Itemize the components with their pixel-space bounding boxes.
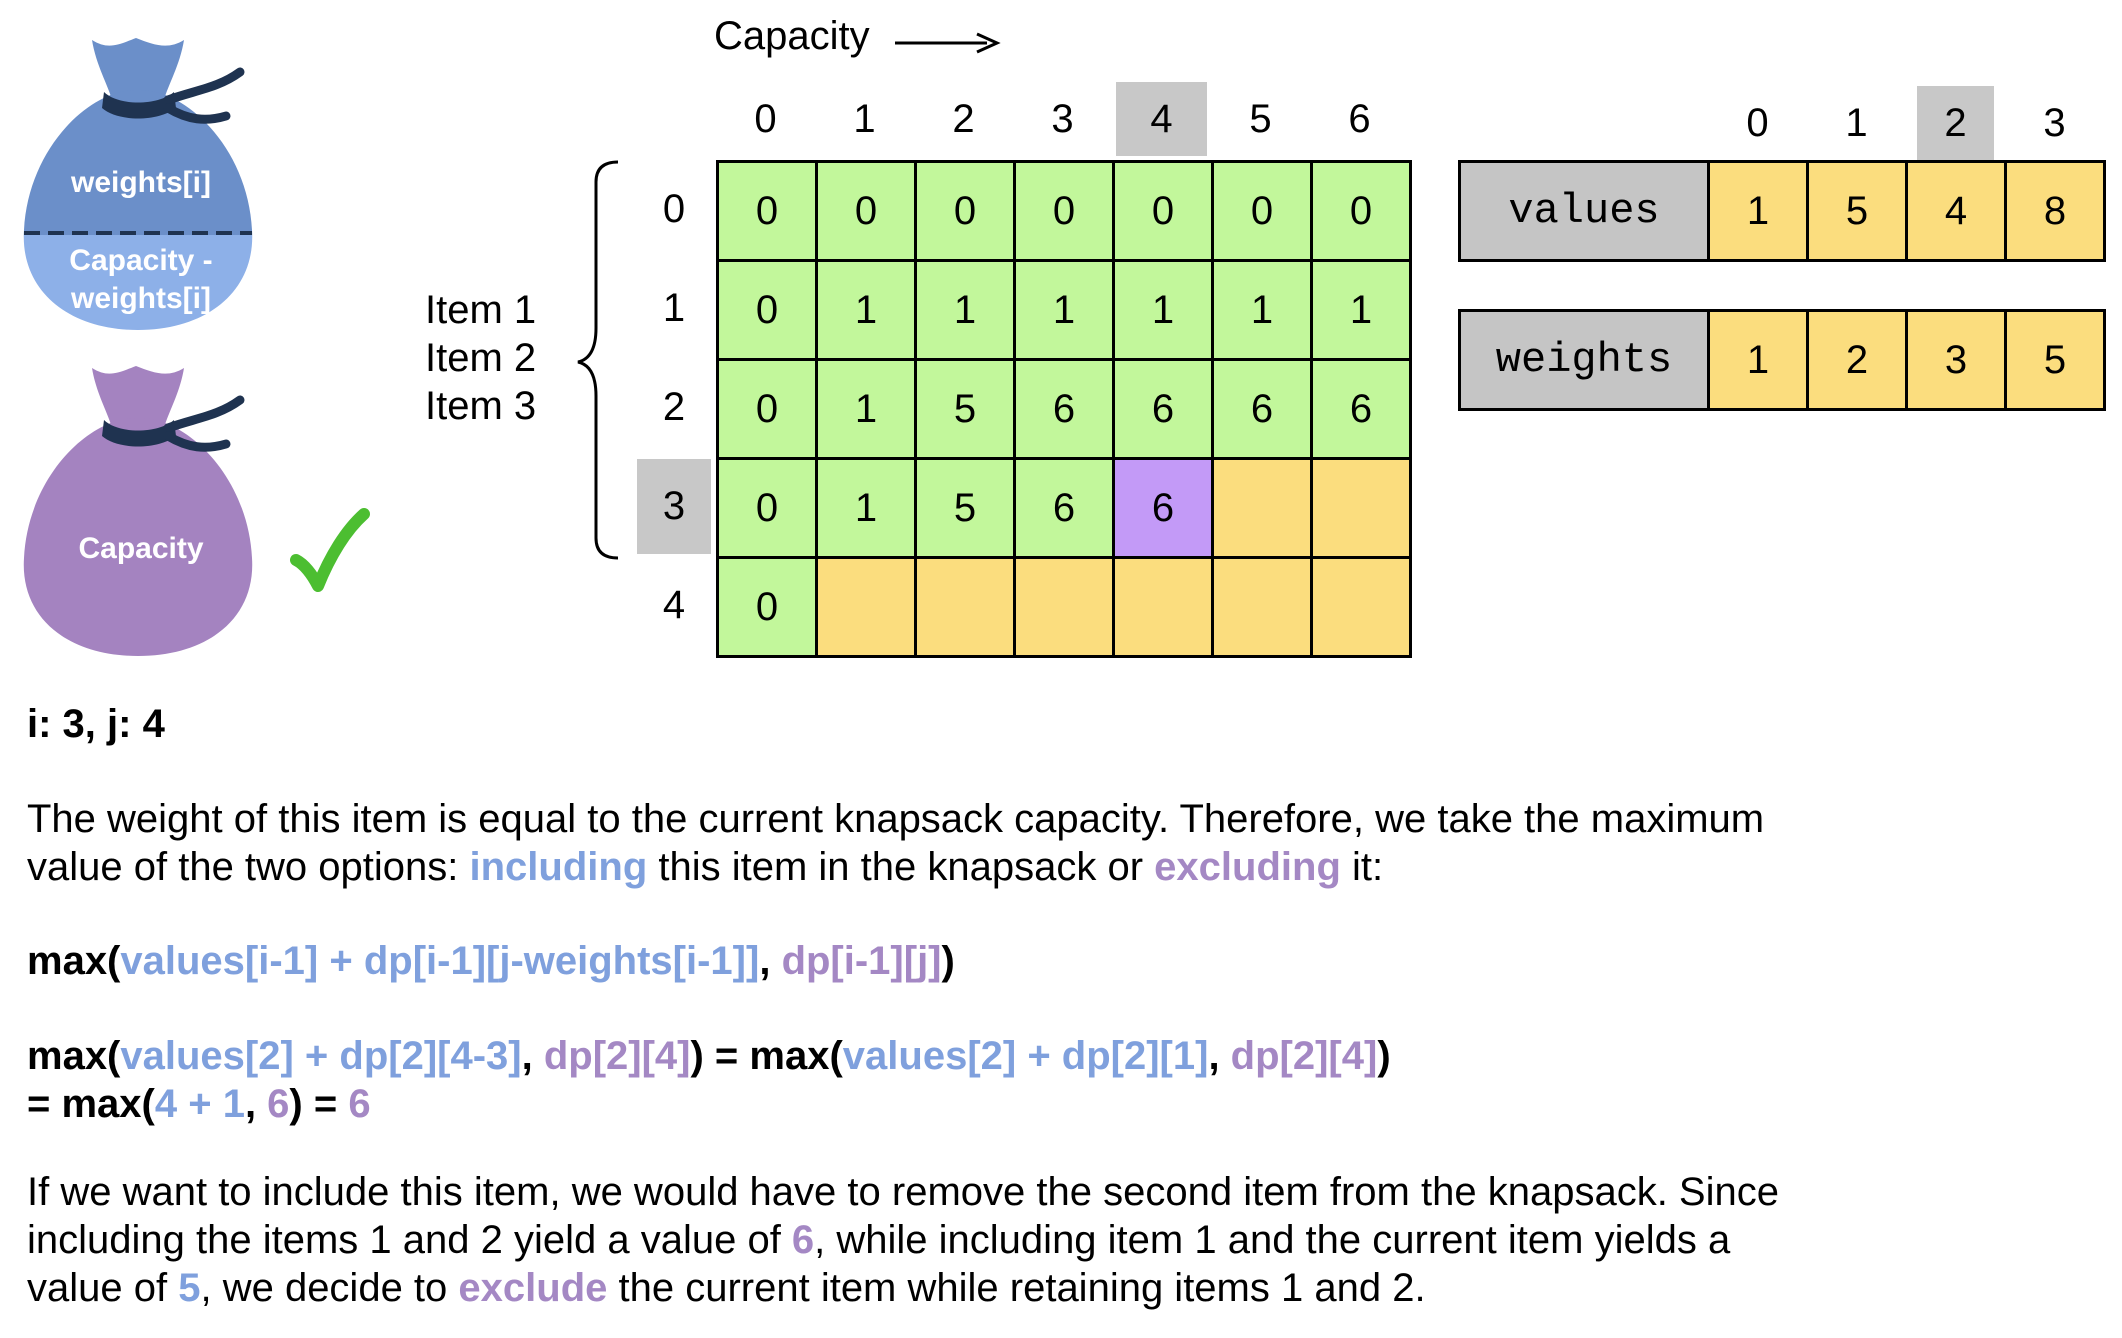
dp-cell: 0 (716, 358, 818, 460)
dp-col-header: 4 (1116, 82, 1207, 156)
bag-capacity-label: Capacity (78, 532, 204, 565)
dp-cell (914, 556, 1016, 658)
dp-cell: 5 (914, 457, 1016, 559)
exclude-keyword: exclude (458, 1266, 608, 1310)
dp-cell: 1 (914, 259, 1016, 361)
weights-cell: 5 (2004, 309, 2106, 411)
dp-cell: 0 (1013, 160, 1115, 262)
dp-col-header: 0 (754, 97, 777, 141)
dp-cell: 5 (914, 358, 1016, 460)
dp-cell (815, 556, 917, 658)
weights-cell: 3 (1905, 309, 2007, 411)
dp-cell: 6 (1013, 457, 1115, 559)
dp-cell: 6 (1310, 358, 1412, 460)
paragraph-2-line-3: value of 5, we decide to exclude the cur… (27, 1266, 1426, 1310)
array-index-header: 3 (2043, 101, 2066, 145)
weights-cell: 2 (1806, 309, 1908, 411)
weights-cell: 1 (1707, 309, 1809, 411)
dp-row-header: 4 (662, 583, 686, 627)
dp-cell: 0 (1211, 160, 1313, 262)
dp-cell: 1 (1013, 259, 1115, 361)
item-label: Item 2 (425, 336, 537, 380)
array-index-header: 2 (1917, 86, 1994, 160)
dp-row-header: 1 (662, 286, 686, 330)
dp-cell: 6 (1211, 358, 1313, 460)
dp-cell: 1 (1310, 259, 1412, 361)
knapsack-full-icon (23, 366, 253, 656)
arrow-right-icon (895, 32, 1001, 54)
paragraph-1-line-1: The weight of this item is equal to the … (27, 797, 1765, 841)
bag-upper-label: weights[i] (71, 166, 211, 199)
dp-cell: 0 (716, 160, 818, 262)
capacity-axis-label: Capacity (714, 14, 870, 58)
dp-col-header: 6 (1348, 97, 1371, 141)
dp-cell: 6 (1013, 358, 1115, 460)
dp-cell: 1 (815, 259, 917, 361)
array-index-header: 0 (1746, 101, 1769, 145)
dp-cell: 0 (1112, 160, 1214, 262)
values-cell: 1 (1707, 160, 1809, 262)
dp-cell: 0 (716, 556, 818, 658)
item-label: Item 1 (425, 288, 537, 332)
check-mark-icon (290, 508, 370, 592)
dp-cell: 0 (815, 160, 917, 262)
formula-substituted: max(values[2] + dp[2][4-3], dp[2][4]) = … (27, 1034, 1391, 1078)
formula-general: max(values[i-1] + dp[i-1][j-weights[i-1]… (27, 939, 955, 983)
values-array-label: values (1458, 160, 1710, 262)
dp-col-header: 5 (1249, 97, 1272, 141)
including-keyword: including (469, 845, 648, 889)
dp-row-header: 3 (637, 459, 711, 554)
formula-result: = max(4 + 1, 6) = 6 (27, 1082, 371, 1126)
dp-cell (1310, 556, 1412, 658)
item-label: Item 3 (425, 384, 537, 428)
dp-cell (1310, 457, 1412, 559)
bag-lower-label-2: weights[i] (71, 282, 211, 315)
values-cell: 8 (2004, 160, 2106, 262)
dp-cell (1013, 556, 1115, 658)
paragraph-2-line-1: If we want to include this item, we woul… (27, 1170, 1779, 1214)
dp-cell: 6 (1112, 358, 1214, 460)
dp-current-cell: 6 (1112, 457, 1214, 559)
dp-col-header: 2 (952, 97, 975, 141)
dp-col-header: 3 (1051, 97, 1074, 141)
dp-col-header: 1 (853, 97, 876, 141)
dp-cell: 0 (716, 457, 818, 559)
dp-cell: 1 (815, 358, 917, 460)
dp-cell: 0 (914, 160, 1016, 262)
dp-row-header: 2 (662, 385, 686, 429)
paragraph-1-line-2: value of the two options: including this… (27, 845, 1384, 889)
values-cell: 5 (1806, 160, 1908, 262)
dp-cell: 0 (1310, 160, 1412, 262)
excluding-keyword: excluding (1154, 845, 1341, 889)
step-label: i: 3, j: 4 (27, 702, 165, 746)
knapsack-split-icon (23, 38, 253, 330)
dp-cell (1211, 457, 1313, 559)
values-cell: 4 (1905, 160, 2007, 262)
dp-cell: 1 (815, 457, 917, 559)
weights-array-label: weights (1458, 309, 1710, 411)
item-brace (577, 160, 619, 560)
dp-cell: 1 (1112, 259, 1214, 361)
bag-lower-label-1: Capacity - (69, 244, 213, 277)
dp-cell (1112, 556, 1214, 658)
dp-row-header: 0 (662, 187, 686, 231)
paragraph-2-line-2: including the items 1 and 2 yield a valu… (27, 1218, 1731, 1262)
array-index-header: 1 (1845, 101, 1868, 145)
dp-cell: 0 (716, 259, 818, 361)
dp-cell: 1 (1211, 259, 1313, 361)
dp-cell (1211, 556, 1313, 658)
